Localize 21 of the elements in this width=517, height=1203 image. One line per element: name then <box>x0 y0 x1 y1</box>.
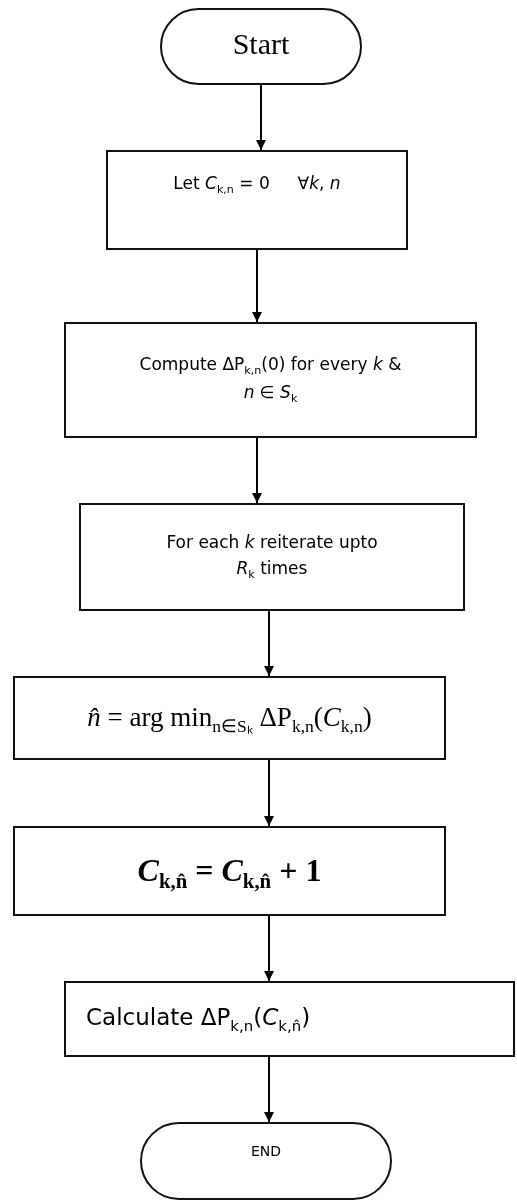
node-text: C$_{k,n̂}$ = C$_{k,n̂}$ + 1 <box>137 850 322 895</box>
node-text: Let C$_{k,n}$ = 0 ∀k, n <box>173 172 341 199</box>
arrow <box>252 437 262 504</box>
process-box <box>13 676 446 760</box>
process-box <box>64 322 477 438</box>
arrow <box>256 84 266 151</box>
arrow <box>264 1056 274 1123</box>
node-text: Start <box>232 26 290 62</box>
node-text: END <box>250 1141 282 1161</box>
arrow <box>264 915 274 982</box>
process-box <box>64 981 515 1057</box>
arrow <box>264 610 274 677</box>
arrow <box>252 249 262 323</box>
process-box <box>106 150 408 250</box>
node-text: For each k reiterate upto R$_{k}$ times <box>165 531 379 584</box>
node-text: Compute ΔP$_{k,n}$(0) for every k & n ∈ S$_{k}$ <box>138 353 403 408</box>
node-text: Calculate ΔP$_{k,n}$(C$_{k,n̂}$) <box>86 1003 311 1038</box>
node-text: n̂ = arg min$_{n∈Sₖ}$ ΔP$_{k,n}$(C$_{k,n}$) <box>87 700 372 739</box>
arrow <box>264 759 274 827</box>
process-box <box>79 503 465 611</box>
process-box <box>13 826 446 916</box>
